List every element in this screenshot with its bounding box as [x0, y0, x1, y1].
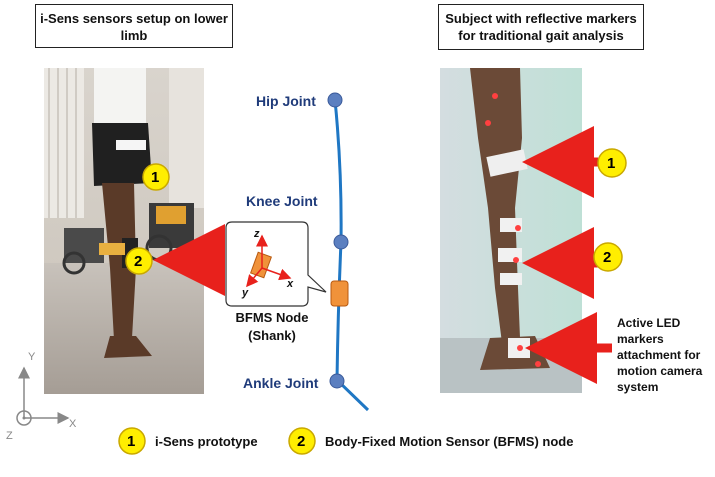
led-label-line1: Active LED [617, 316, 681, 330]
marker-1-left-number: 1 [151, 169, 160, 186]
ankle-joint-label: Ankle Joint [243, 375, 319, 391]
inset-y-label: y [242, 287, 249, 299]
global-x-label: X [69, 418, 77, 430]
bfms-node-label-line1: BFMS Node [235, 310, 309, 325]
legend-item-1-label: i-Sens prototype [155, 434, 258, 449]
led-label-line4: motion camera [617, 364, 703, 378]
marker-2-right-number: 2 [603, 249, 612, 266]
global-origin-dot [22, 416, 26, 420]
bfms-node-label: BFMS Node (Shank) [227, 309, 317, 345]
led-label-line2: markers [617, 332, 664, 346]
led-markers-label: Active LED markers attachment for motion… [617, 315, 709, 395]
marker-2-right [593, 242, 623, 272]
right-panel-title-line2: for traditional gait analysis [458, 28, 624, 43]
hip-joint-label: Hip Joint [256, 93, 316, 109]
bfms-sensor-node [330, 280, 349, 307]
knee-joint-node [333, 234, 349, 250]
knee-joint-label: Knee Joint [246, 193, 318, 209]
skeleton-bone-line [333, 99, 370, 412]
sensor-inset-callout [225, 221, 327, 307]
legend-marker-2-number: 2 [297, 433, 306, 450]
led-label-line5: system [617, 380, 659, 394]
ankle-joint-node [329, 373, 345, 389]
bfms-node-label-line2: (Shank) [248, 328, 296, 343]
marker-1-right-number: 1 [607, 155, 616, 172]
inset-x-label: x [287, 278, 294, 290]
marker-2-left [125, 247, 153, 275]
legend-marker-1 [118, 427, 146, 455]
global-z-axis-symbol [16, 410, 32, 426]
legend-marker-2 [288, 427, 316, 455]
left-panel-title-text: i-Sens sensors setup on lower limb [40, 11, 228, 43]
marker-1-left [142, 163, 170, 191]
inset-z-label: z [254, 228, 260, 240]
left-panel-title: i-Sens sensors setup on lower limb [35, 4, 233, 48]
right-panel-title: Subject with reflective markers for trad… [438, 4, 644, 50]
legend-marker-1-number: 1 [127, 433, 136, 450]
inset-y-axis [246, 267, 263, 288]
marker-2-left-number: 2 [134, 253, 143, 270]
global-z-label: Z [6, 430, 13, 442]
legend-item-2-label: Body-Fixed Motion Sensor (BFMS) node [325, 434, 574, 449]
hip-joint-node [327, 92, 343, 108]
global-y-label: Y [28, 351, 36, 363]
marker-1-right [597, 148, 627, 178]
right-panel-title-line1: Subject with reflective markers [445, 11, 637, 26]
inset-x-axis [261, 267, 292, 281]
led-label-line3: attachment for [617, 348, 701, 362]
